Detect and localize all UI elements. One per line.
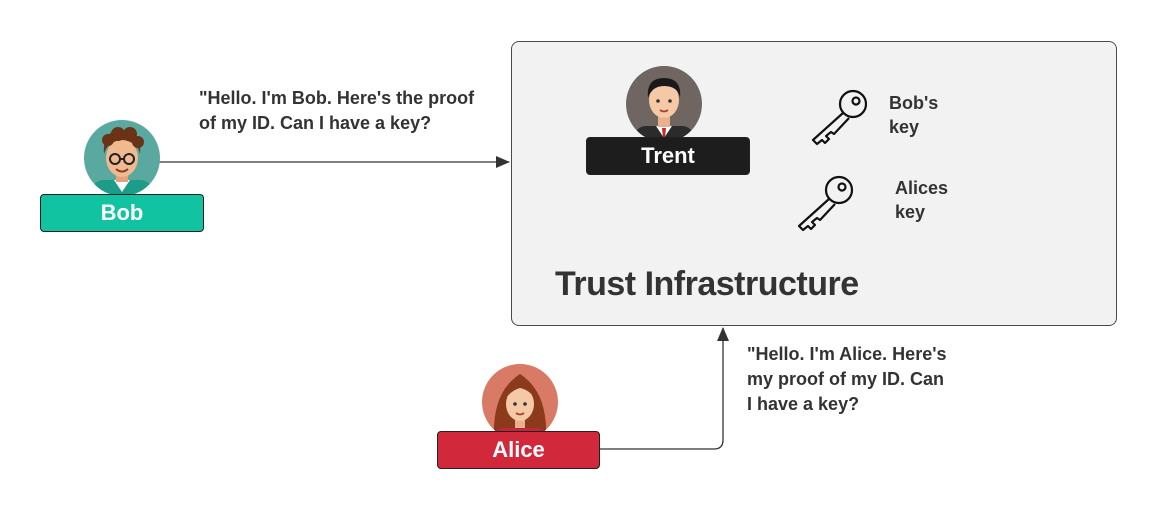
- trent-avatar: [626, 66, 702, 142]
- bob-key-icon: [811, 89, 868, 146]
- bob-message: "Hello. I'm Bob. Here's the proof of my …: [199, 88, 475, 133]
- trent-label: Trent: [586, 137, 750, 175]
- alice-message: "Hello. I'm Alice. Here's my proof of my…: [747, 344, 947, 414]
- alice-to-trust-arrow: [599, 327, 729, 450]
- bob-key-label: Bob's key: [889, 93, 939, 137]
- bob-avatar: [84, 120, 160, 196]
- alice-key-label: Alices key: [895, 178, 949, 222]
- trust-infrastructure-box: [511, 41, 1117, 326]
- alice-avatar: [482, 364, 558, 440]
- alice-key-icon: [797, 175, 854, 232]
- alice-label: Alice: [437, 431, 600, 469]
- trust-infrastructure-title: Trust Infrastructure: [555, 265, 859, 303]
- bob-label: Bob: [40, 194, 204, 232]
